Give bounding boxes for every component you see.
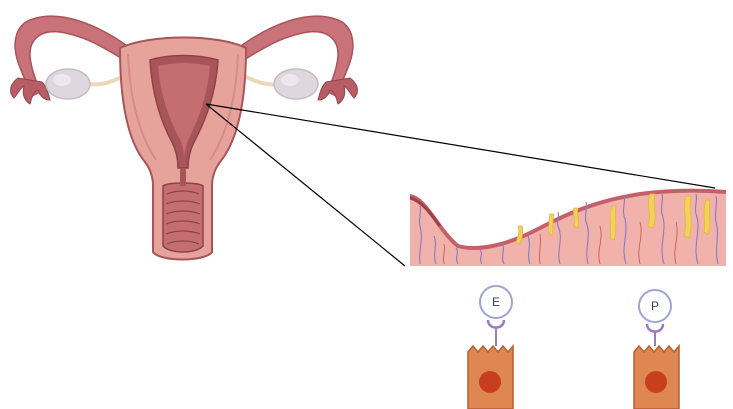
uterus-illustration bbox=[11, 16, 358, 259]
estrogen-label: E bbox=[492, 295, 500, 309]
estrogen-receptor bbox=[488, 320, 504, 328]
callout-line-top bbox=[206, 104, 715, 188]
fimbriae-right bbox=[318, 78, 357, 104]
ovary-left-highlight bbox=[53, 74, 71, 86]
progesterone-receptor bbox=[647, 324, 663, 332]
endometrium-cross-section bbox=[410, 191, 726, 266]
progesterone-receptor-cell: P bbox=[634, 290, 679, 409]
fimbriae-left bbox=[11, 78, 50, 104]
ovary-right-highlight bbox=[281, 74, 299, 86]
estrogen-receptor-cell: E bbox=[468, 286, 513, 409]
progesterone-label: P bbox=[651, 299, 659, 313]
callout-line-bottom bbox=[206, 104, 405, 266]
estrogen-cell-nucleus bbox=[479, 371, 501, 393]
cervical-canal bbox=[180, 168, 186, 186]
progesterone-cell-nucleus bbox=[645, 371, 667, 393]
